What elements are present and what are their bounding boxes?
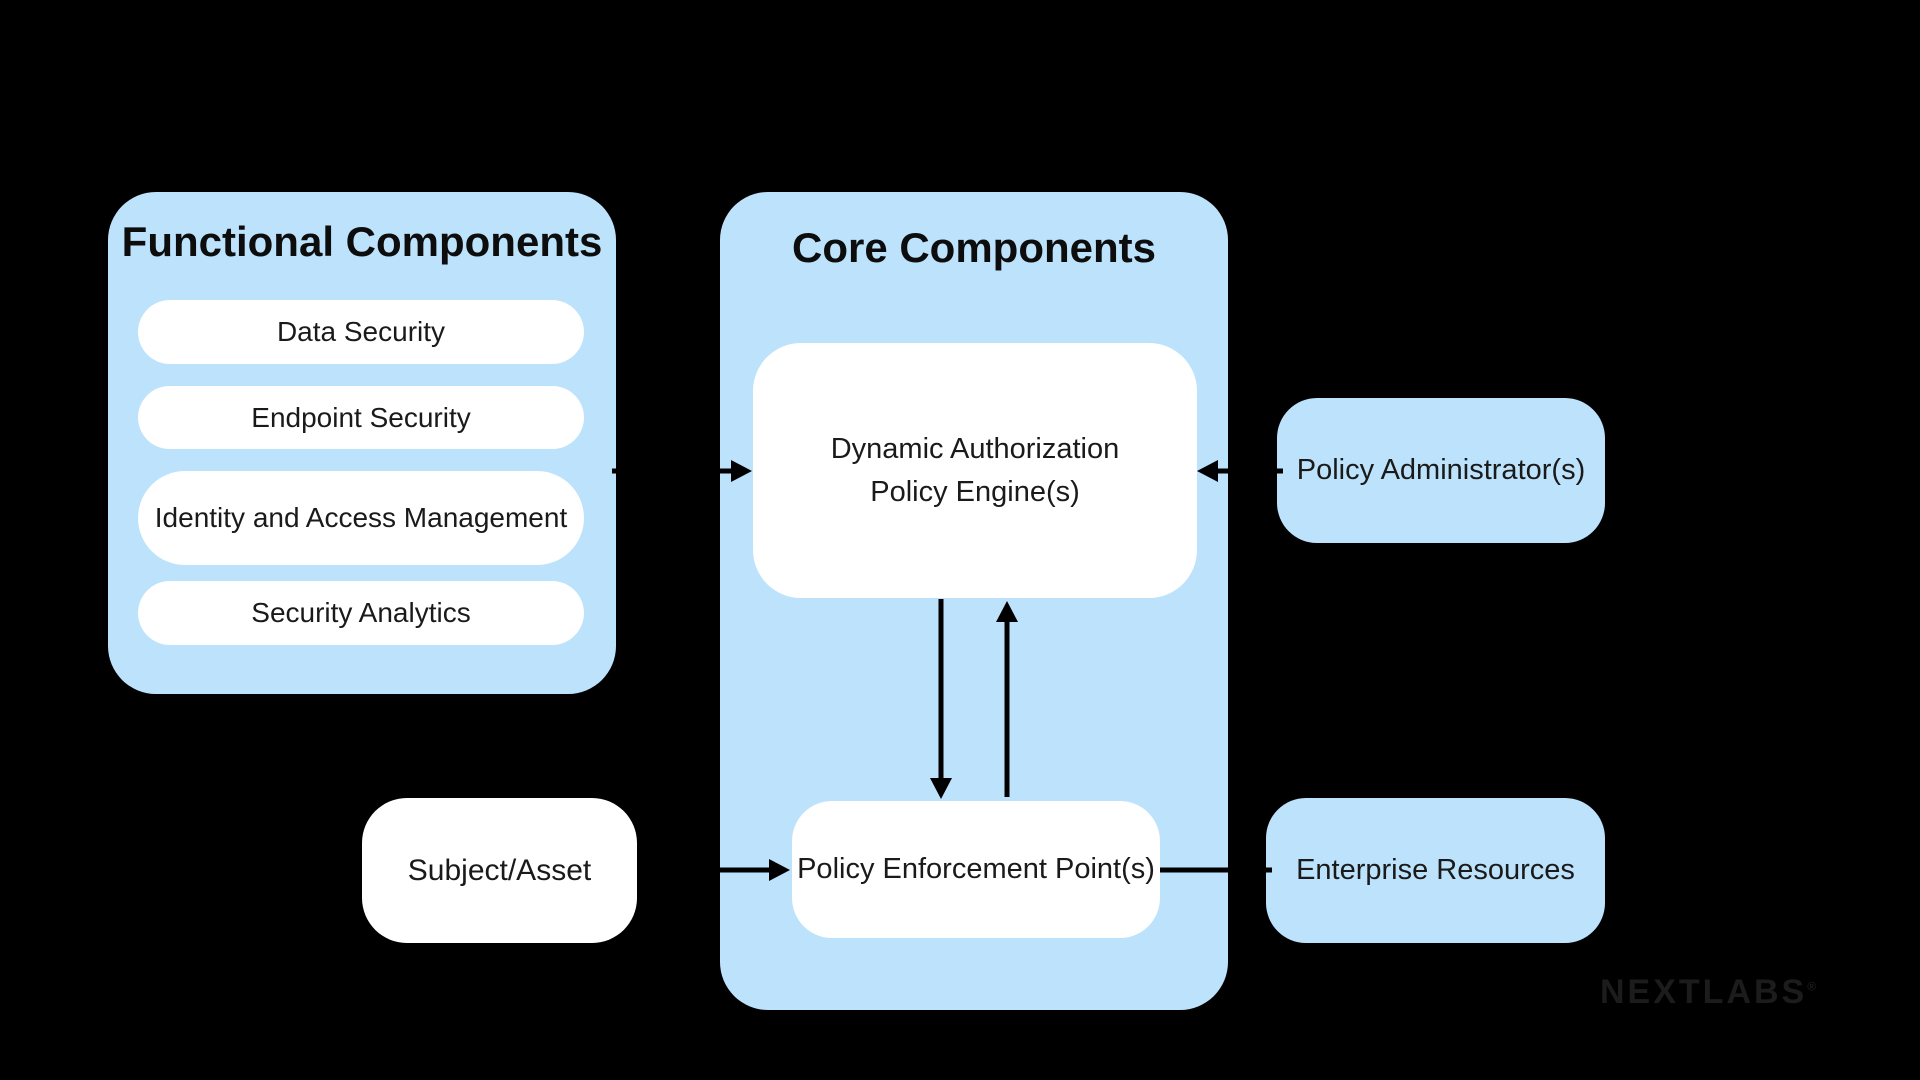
endpoint-security-label: Endpoint Security	[251, 401, 471, 433]
enterprise-resources-label: Enterprise Resources	[1296, 854, 1575, 886]
nextlabs-logo-text: NEXTLABS	[1600, 973, 1808, 1011]
data-security-label: Data Security	[276, 316, 446, 347]
subject-asset-box: Subject/Asset	[362, 798, 637, 943]
subject-asset-label: Subject/Asset	[407, 853, 592, 887]
policy-engine-label-line1: Dynamic Authorization	[830, 432, 1120, 465]
data-security-item: Data Security	[138, 300, 584, 364]
dynamic-authorization-policy-engine-box: Dynamic Authorization Policy Engine(s)	[753, 343, 1197, 598]
policy-administrators-label: Policy Administrator(s)	[1296, 454, 1586, 486]
identity-access-management-label: Identity and Access Management	[154, 502, 568, 533]
policy-enforcement-point-label: Policy Enforcement Point(s)	[797, 853, 1155, 885]
security-analytics-item: Security Analytics	[138, 581, 584, 645]
functional-components-panel: Functional Components Data Security Endp…	[108, 192, 616, 694]
core-components-title: Core Components	[791, 224, 1156, 271]
core-components-panel: Core Components Dynamic Authorization Po…	[720, 192, 1228, 1010]
identity-access-management-item: Identity and Access Management	[138, 471, 584, 565]
policy-administrators-box: Policy Administrator(s)	[1277, 398, 1605, 543]
nextlabs-logo: NEXTLABS®	[1600, 973, 1816, 1012]
endpoint-security-item: Endpoint Security	[138, 386, 584, 449]
registered-trademark-mark: ®	[1807, 979, 1817, 994]
policy-engine-label-line2: Policy Engine(s)	[870, 475, 1080, 508]
policy-enforcement-point-box: Policy Enforcement Point(s)	[792, 801, 1160, 938]
enterprise-resources-box: Enterprise Resources	[1266, 798, 1605, 943]
functional-components-title: Functional Components	[121, 218, 603, 265]
security-analytics-label: Security Analytics	[251, 597, 471, 628]
